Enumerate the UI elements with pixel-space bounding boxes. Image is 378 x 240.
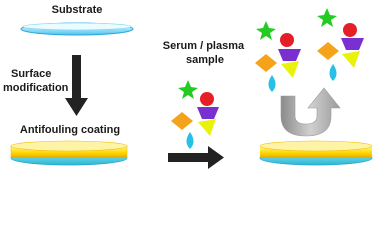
circle-icon <box>343 23 357 37</box>
right-arrow-icon <box>168 146 224 169</box>
repelled-cluster-2 <box>317 8 364 81</box>
trapezoid-icon <box>197 107 219 119</box>
antifouling-diagram: Substrate Surface modification Antifouli… <box>3 4 373 169</box>
substrate-dish <box>20 22 134 36</box>
circle-icon <box>200 92 214 106</box>
serum-line1: Serum / plasma <box>163 40 245 52</box>
diamond-icon <box>255 54 277 72</box>
diamond-icon <box>317 42 339 60</box>
surface-line1: Surface <box>11 68 51 80</box>
surface-line2: modification <box>3 82 69 94</box>
serum-label: Serum / plasma sample <box>163 40 247 66</box>
diamond-icon <box>171 112 193 130</box>
surface-modification-label: Surface modification <box>3 68 69 94</box>
substrate-label: Substrate <box>52 4 103 16</box>
repelled-cluster-1 <box>255 21 301 92</box>
antifouling-label: Antifouling coating <box>20 124 120 136</box>
trapezoid-icon <box>278 49 301 61</box>
droplet-icon <box>186 132 194 149</box>
circle-icon <box>280 33 294 47</box>
star-icon <box>256 21 276 40</box>
droplet-icon <box>268 75 276 92</box>
trapezoid-icon <box>341 38 364 50</box>
droplet-icon <box>329 64 337 81</box>
coated-dish-right <box>259 140 373 166</box>
star-icon <box>178 80 198 99</box>
serum-line2: sample <box>186 54 224 66</box>
coated-dish-left <box>10 140 128 166</box>
triangle-icon <box>342 51 360 68</box>
sample-cluster <box>171 80 219 149</box>
repel-arrow-icon <box>280 87 341 137</box>
triangle-icon <box>281 61 299 78</box>
star-icon <box>317 8 337 27</box>
down-arrow-icon <box>65 55 88 116</box>
triangle-icon <box>198 119 216 136</box>
